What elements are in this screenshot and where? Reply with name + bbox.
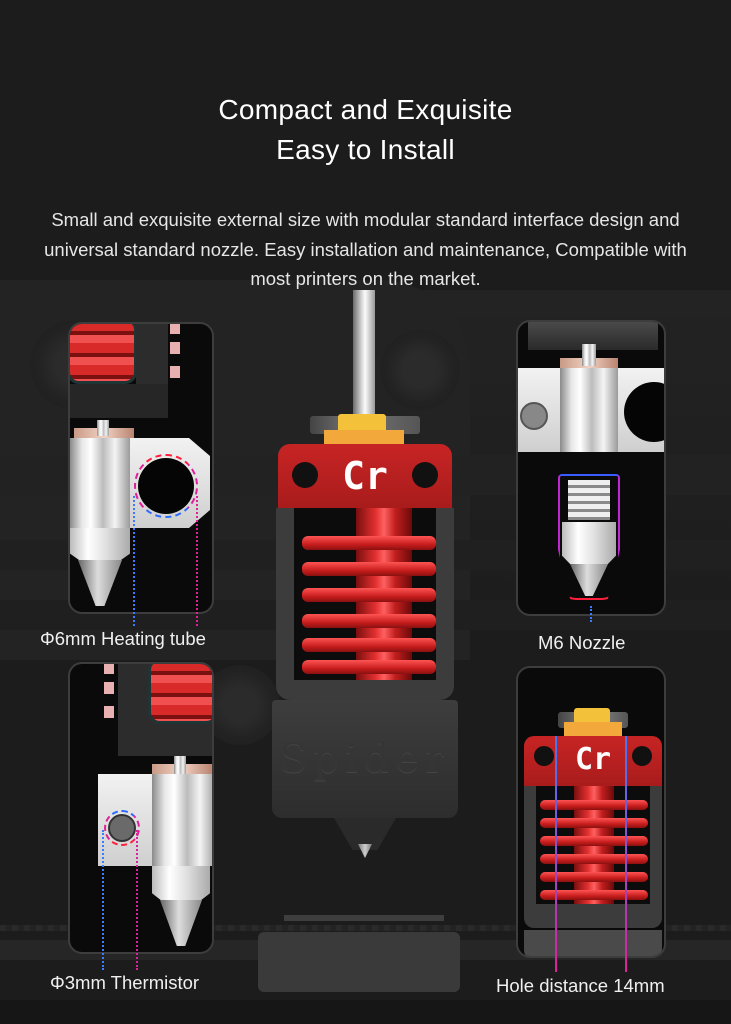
fin-edge [170, 342, 180, 354]
nozzle-hex [152, 866, 210, 900]
heating-tube-hole [624, 382, 664, 442]
main-hotend-image: Cr Spider [272, 410, 458, 860]
nozzle-hex [70, 528, 130, 560]
mount-hole [292, 462, 318, 488]
cooling-fin [540, 818, 648, 828]
fin-edge [104, 706, 114, 718]
annotation-circle [134, 454, 198, 518]
heat-break [152, 774, 212, 866]
feature-label-m6-nozzle: M6 Nozzle [538, 632, 626, 653]
nozzle-outline [558, 474, 620, 600]
cr-logo: Cr [574, 742, 612, 777]
page-title: Compact and Exquisite Easy to Install [0, 90, 731, 170]
yellow-cap [338, 414, 386, 432]
dimension-line [590, 606, 592, 622]
feature-card-hole-distance: Cr [516, 666, 666, 958]
cooling-fin [540, 872, 648, 882]
silicone-sock [524, 930, 662, 956]
nozzle-hex [562, 522, 616, 564]
cooling-fin [302, 588, 436, 602]
throat-pin [174, 756, 186, 774]
heat-break [70, 438, 130, 528]
fin-edge [170, 324, 180, 334]
heatsink-frame [276, 508, 454, 700]
spider-brand-text: Spider [279, 736, 451, 782]
annotation-circle [104, 810, 140, 846]
heatsink-body [70, 384, 168, 418]
fin-edge [104, 682, 114, 694]
heatsink-fins-icon [148, 664, 212, 724]
background-bar [284, 915, 444, 921]
mini-hotend-image: Cr [518, 668, 664, 956]
feature-label-thermistor: Φ3mm Thermistor [50, 972, 200, 993]
nozzle-cone [160, 900, 202, 946]
cr-logo: Cr [342, 454, 388, 498]
nozzle-tip [358, 844, 372, 858]
title-line-2: Easy to Install [276, 134, 455, 165]
dimension-line [555, 736, 557, 972]
cooling-fin [540, 854, 648, 864]
feature-card-thermistor [68, 662, 214, 954]
dimension-line [102, 830, 104, 970]
heatsink-fins-icon [70, 324, 137, 384]
throat-pin [97, 420, 109, 436]
red-heatsink-top: Cr [524, 736, 662, 786]
background-rail [0, 1000, 731, 1024]
heat-break [560, 368, 618, 452]
cooling-fin [302, 536, 436, 550]
feature-card-heating-tube [68, 322, 214, 614]
mount-hole [412, 462, 438, 488]
dimension-line [133, 496, 135, 626]
feature-label-hole-distance: Hole distance 14mm [496, 975, 665, 996]
orange-cap-base [324, 430, 404, 444]
cooling-fin [302, 562, 436, 576]
cooling-fin [302, 638, 436, 652]
fin-edge [104, 664, 114, 674]
background-wheel [380, 330, 460, 410]
dimension-line [625, 736, 627, 972]
dimension-line [136, 830, 138, 970]
background-block [258, 932, 460, 992]
orange-cap-base [564, 722, 622, 736]
nozzle-cone [78, 560, 122, 606]
yellow-cap [574, 708, 610, 724]
mount-hole [632, 746, 652, 766]
cooling-fin [540, 800, 648, 810]
title-line-1: Compact and Exquisite [218, 94, 513, 125]
nozzle-thread [568, 480, 610, 520]
cooling-fin [540, 836, 648, 846]
dimension-line [196, 496, 198, 626]
throat-pin [582, 344, 596, 366]
feature-card-m6-nozzle [516, 320, 666, 616]
mount-hole [534, 746, 554, 766]
cooling-fin [302, 660, 436, 674]
red-heatsink-top: Cr [278, 444, 452, 508]
filament-tube [353, 290, 375, 420]
thermistor-hole [520, 402, 548, 430]
cooling-fin [302, 614, 436, 628]
silicone-sock: Spider [272, 700, 458, 818]
cooling-fin [540, 890, 648, 900]
feature-label-heating-tube: Φ6mm Heating tube [40, 628, 206, 649]
fin-edge [170, 366, 180, 378]
description: Small and exquisite external size with m… [44, 209, 687, 289]
background-belt [0, 925, 731, 931]
